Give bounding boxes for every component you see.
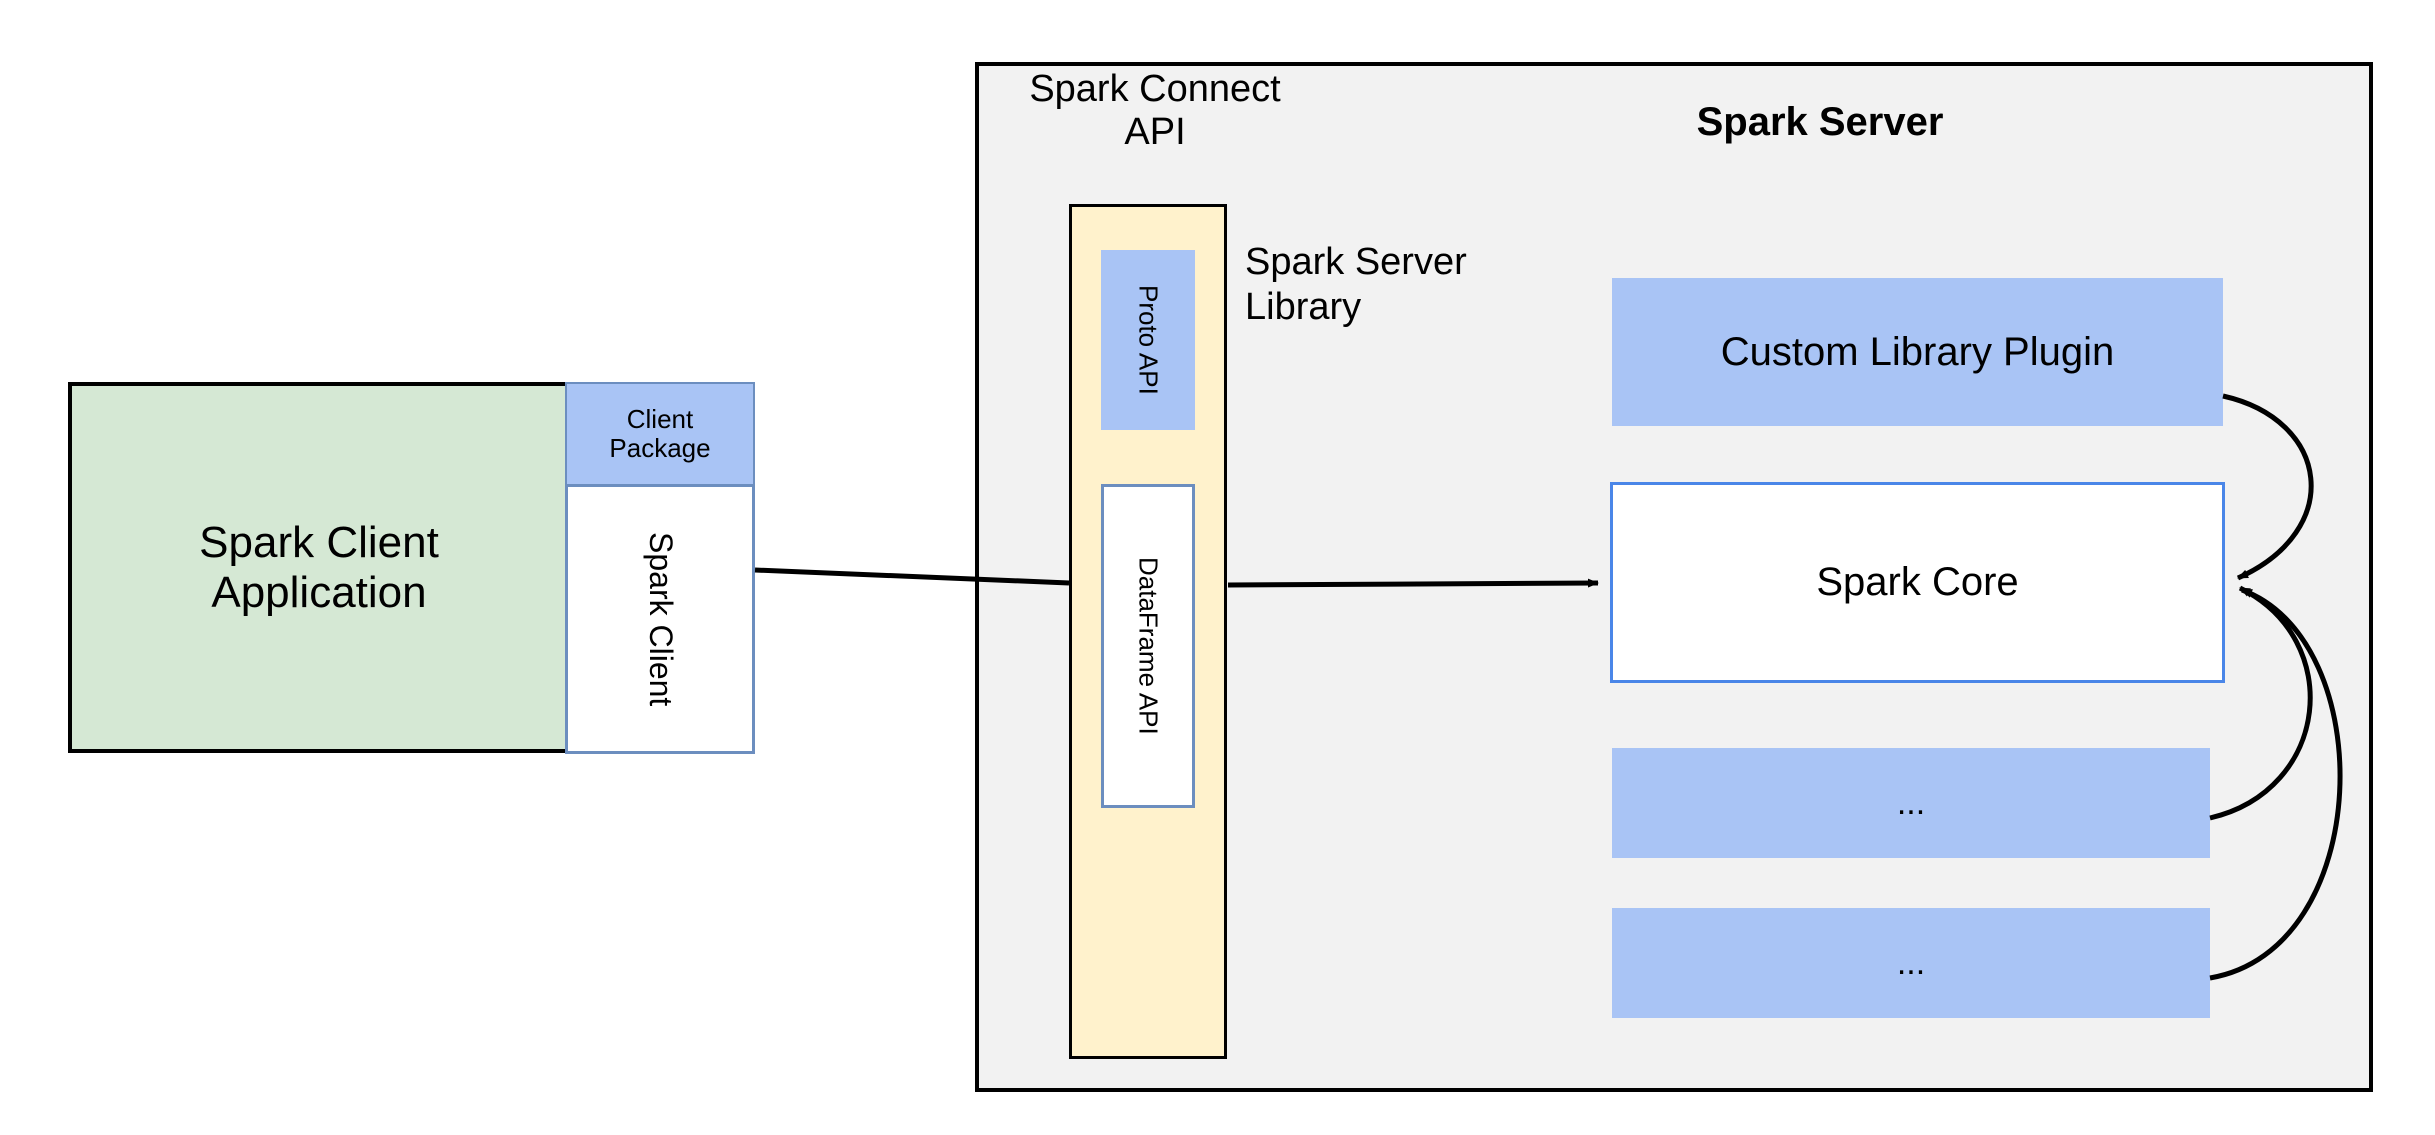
spark-client-label: Spark Client — [642, 531, 679, 707]
dataframe-api-box[interactable]: DataFrame API — [1101, 484, 1195, 808]
dataframe-api-label: DataFrame API — [1133, 557, 1164, 735]
spark-connect-api-label: Spark Connect API — [1029, 68, 1281, 153]
client-package-box[interactable]: Client Package — [565, 382, 755, 486]
additional-plugin-label-1: ... — [1896, 783, 1926, 822]
client-package-label: Client Package — [609, 403, 711, 463]
custom-library-plugin-box[interactable]: Custom Library Plugin — [1612, 278, 2223, 426]
custom-library-plugin-label: Custom Library Plugin — [1720, 329, 2115, 374]
spark-core-box[interactable]: Spark Core — [1610, 482, 2225, 683]
additional-plugin-box-2[interactable]: ... — [1612, 908, 2210, 1018]
proto-api-label: Proto API — [1133, 285, 1164, 395]
spark-client-application-box[interactable]: Spark Client Application — [68, 382, 570, 753]
spark-server-title: Spark Server — [1696, 99, 1944, 144]
spark-client-box[interactable]: Spark Client — [565, 484, 755, 754]
spark-client-application-label: Spark Client Application — [199, 518, 439, 617]
spark-server-library-label: Spark Server Library — [1245, 241, 1467, 328]
spark-core-label: Spark Core — [1816, 560, 2019, 605]
additional-plugin-box-1[interactable]: ... — [1612, 748, 2210, 858]
additional-plugin-label-3: ... — [1896, 943, 1926, 982]
proto-api-box[interactable]: Proto API — [1101, 250, 1195, 430]
